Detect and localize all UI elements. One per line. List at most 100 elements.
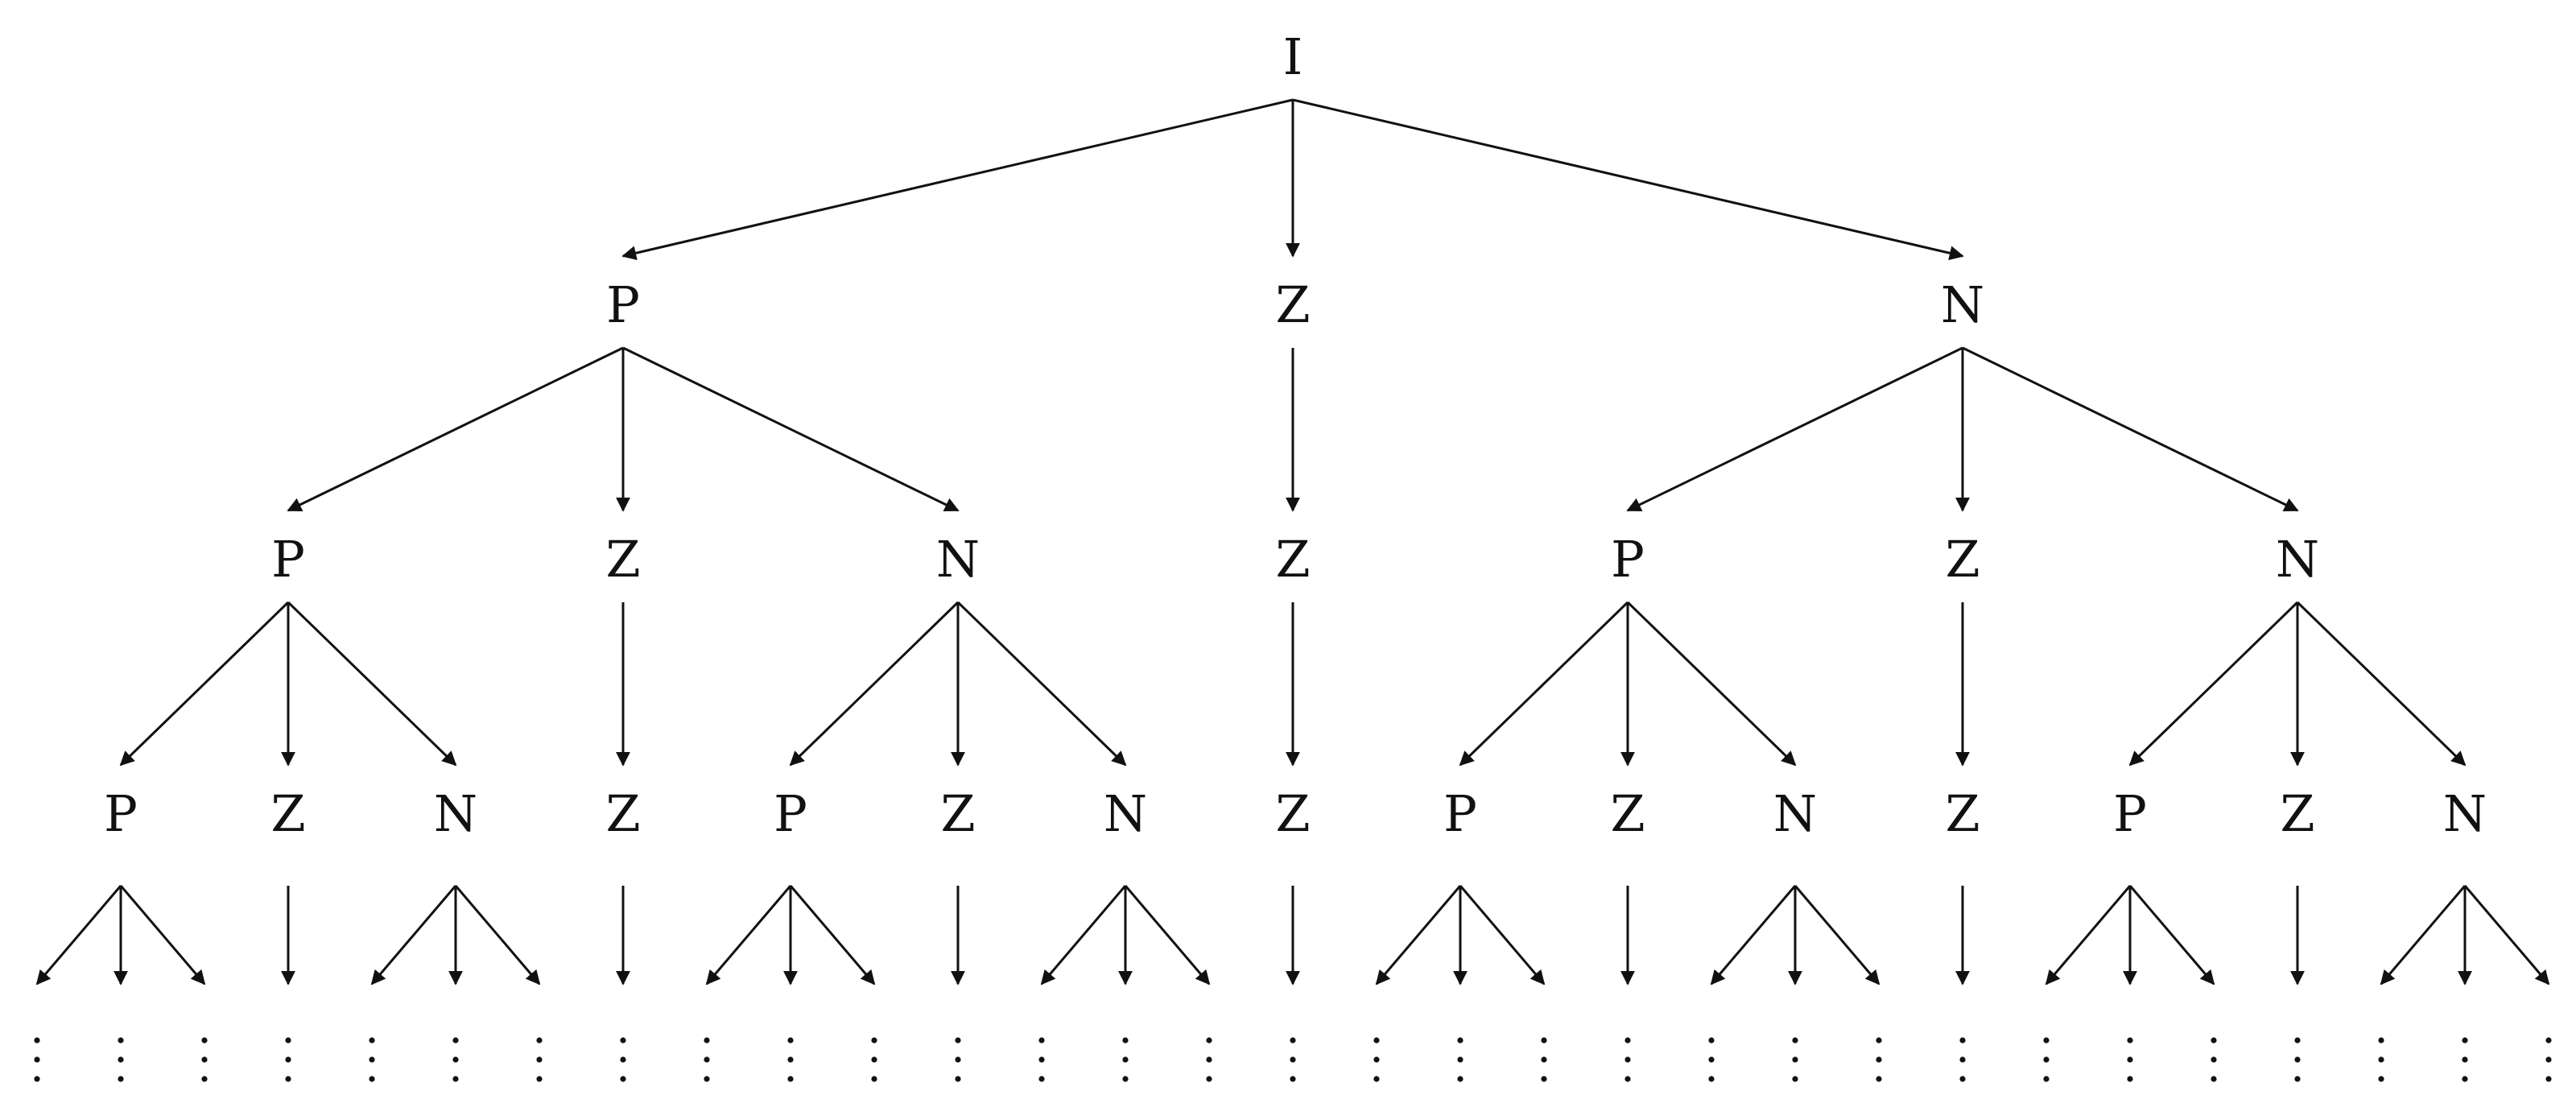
continuation-dot (2043, 1037, 2050, 1044)
continuation-dot (452, 1056, 459, 1063)
continuation-dot (1206, 1056, 1212, 1063)
continuation-arrow (2128, 885, 2215, 986)
continuation-arrow (1459, 885, 1546, 986)
continuation-dot (704, 1056, 710, 1063)
node-z-level-1: Z (1275, 275, 1310, 334)
continuation-dot (1959, 1056, 1966, 1063)
continuation-dot (1373, 1056, 1380, 1063)
edge-p-to-p (119, 601, 290, 767)
continuation-dot (955, 1076, 961, 1082)
continuation-dot (452, 1076, 459, 1082)
edge-i-to-p (621, 98, 1294, 261)
continuation-dot (1373, 1037, 1380, 1044)
edge-n-to-n (2296, 601, 2467, 767)
continuation-arrow (370, 885, 457, 986)
continuation-dot (1876, 1056, 1882, 1063)
continuation-dot (2211, 1056, 2217, 1063)
continuation-dot (955, 1056, 961, 1063)
edge-p-to-p (287, 346, 624, 512)
node-n-level-3: N (2443, 784, 2487, 843)
node-n-level-2: N (2276, 530, 2319, 589)
continuation-dot (201, 1037, 208, 1044)
continuation-dot (1457, 1056, 1463, 1063)
continuation-dot (1876, 1076, 1882, 1082)
continuation-dot (2211, 1037, 2217, 1044)
continuation-dot (1457, 1037, 1463, 1044)
continuation-arrow (454, 885, 541, 986)
edge-n-to-p (1626, 346, 1963, 512)
continuation-dot (2545, 1056, 2552, 1063)
continuation-dot (2211, 1076, 2217, 1082)
node-z-level-2: Z (1275, 530, 1310, 589)
continuation-dot (2545, 1076, 2552, 1082)
continuation-dot (536, 1056, 543, 1063)
tree-continuations: ⋮⋮⋮⋮⋮⋮⋮⋮⋮⋮⋮⋮⋮⋮⋮⋮⋮⋮⋮⋮⋮⋮⋮⋮⋮⋮⋮⋮⋮⋮⋮ (34, 1037, 2552, 1082)
continuation-dot (201, 1056, 208, 1063)
node-z-level-2: Z (605, 530, 640, 589)
continuation-arrow (2463, 885, 2550, 986)
continuation-dot (1290, 1076, 1296, 1082)
tree-edges (35, 98, 2550, 986)
continuation-dot (955, 1037, 961, 1044)
continuation-arrow (2380, 885, 2467, 986)
continuation-dot (1122, 1076, 1129, 1082)
continuation-dot (452, 1037, 459, 1044)
continuation-dot (1876, 1037, 1882, 1044)
continuation-dot (1624, 1056, 1631, 1063)
continuation-dot (1290, 1056, 1296, 1063)
node-p-level-3: P (2113, 784, 2147, 843)
edge-n-to-p (789, 601, 960, 767)
continuation-dot (1959, 1076, 1966, 1082)
edge-p-to-n (287, 601, 457, 767)
node-z-level-3: Z (2280, 784, 2314, 843)
node-z-level-3: Z (1610, 784, 1645, 843)
node-n-level-2: N (936, 530, 980, 589)
continuation-dot (2127, 1056, 2133, 1063)
continuation-dot (369, 1037, 375, 1044)
continuation-dot (2043, 1056, 2050, 1063)
continuation-dot (704, 1076, 710, 1082)
continuation-dot (704, 1037, 710, 1044)
continuation-dot (2378, 1056, 2384, 1063)
continuation-arrow (35, 885, 122, 986)
node-z-level-3: Z (940, 784, 975, 843)
continuation-dot (285, 1056, 291, 1063)
node-n-level-3: N (434, 784, 477, 843)
continuation-dot (1206, 1037, 1212, 1044)
edge-p-to-n (1626, 601, 1797, 767)
continuation-dot (536, 1037, 543, 1044)
continuation-dot (285, 1037, 291, 1044)
continuation-dot (1038, 1056, 1045, 1063)
continuation-dot (2294, 1056, 2301, 1063)
continuation-dot (1122, 1056, 1129, 1063)
continuation-dot (787, 1037, 794, 1044)
continuation-dot (536, 1076, 543, 1082)
continuation-dot (2294, 1037, 2301, 1044)
continuation-dot (2378, 1037, 2384, 1044)
node-z-level-3: Z (1945, 784, 1979, 843)
continuation-arrow (1040, 885, 1127, 986)
node-n-level-3: N (1773, 784, 1817, 843)
continuation-dot (1290, 1037, 1296, 1044)
continuation-arrow (705, 885, 792, 986)
continuation-arrow (789, 885, 876, 986)
continuation-dot (34, 1037, 40, 1044)
continuation-dot (871, 1037, 877, 1044)
continuation-dot (34, 1076, 40, 1082)
continuation-dot (620, 1056, 626, 1063)
node-n-level-3: N (1104, 784, 1147, 843)
node-z-level-3: Z (1275, 784, 1310, 843)
node-p-level-2: P (1611, 530, 1645, 589)
continuation-arrow (1375, 885, 1462, 986)
continuation-dot (118, 1037, 124, 1044)
continuation-dot (2043, 1076, 2050, 1082)
continuation-dot (2462, 1037, 2468, 1044)
node-n-level-1: N (1941, 275, 1984, 334)
continuation-arrow (2045, 885, 2132, 986)
continuation-dot (1624, 1076, 1631, 1082)
continuation-dot (2378, 1076, 2384, 1082)
continuation-dot (369, 1056, 375, 1063)
continuation-arrow (1124, 885, 1211, 986)
continuation-dot (1122, 1037, 1129, 1044)
